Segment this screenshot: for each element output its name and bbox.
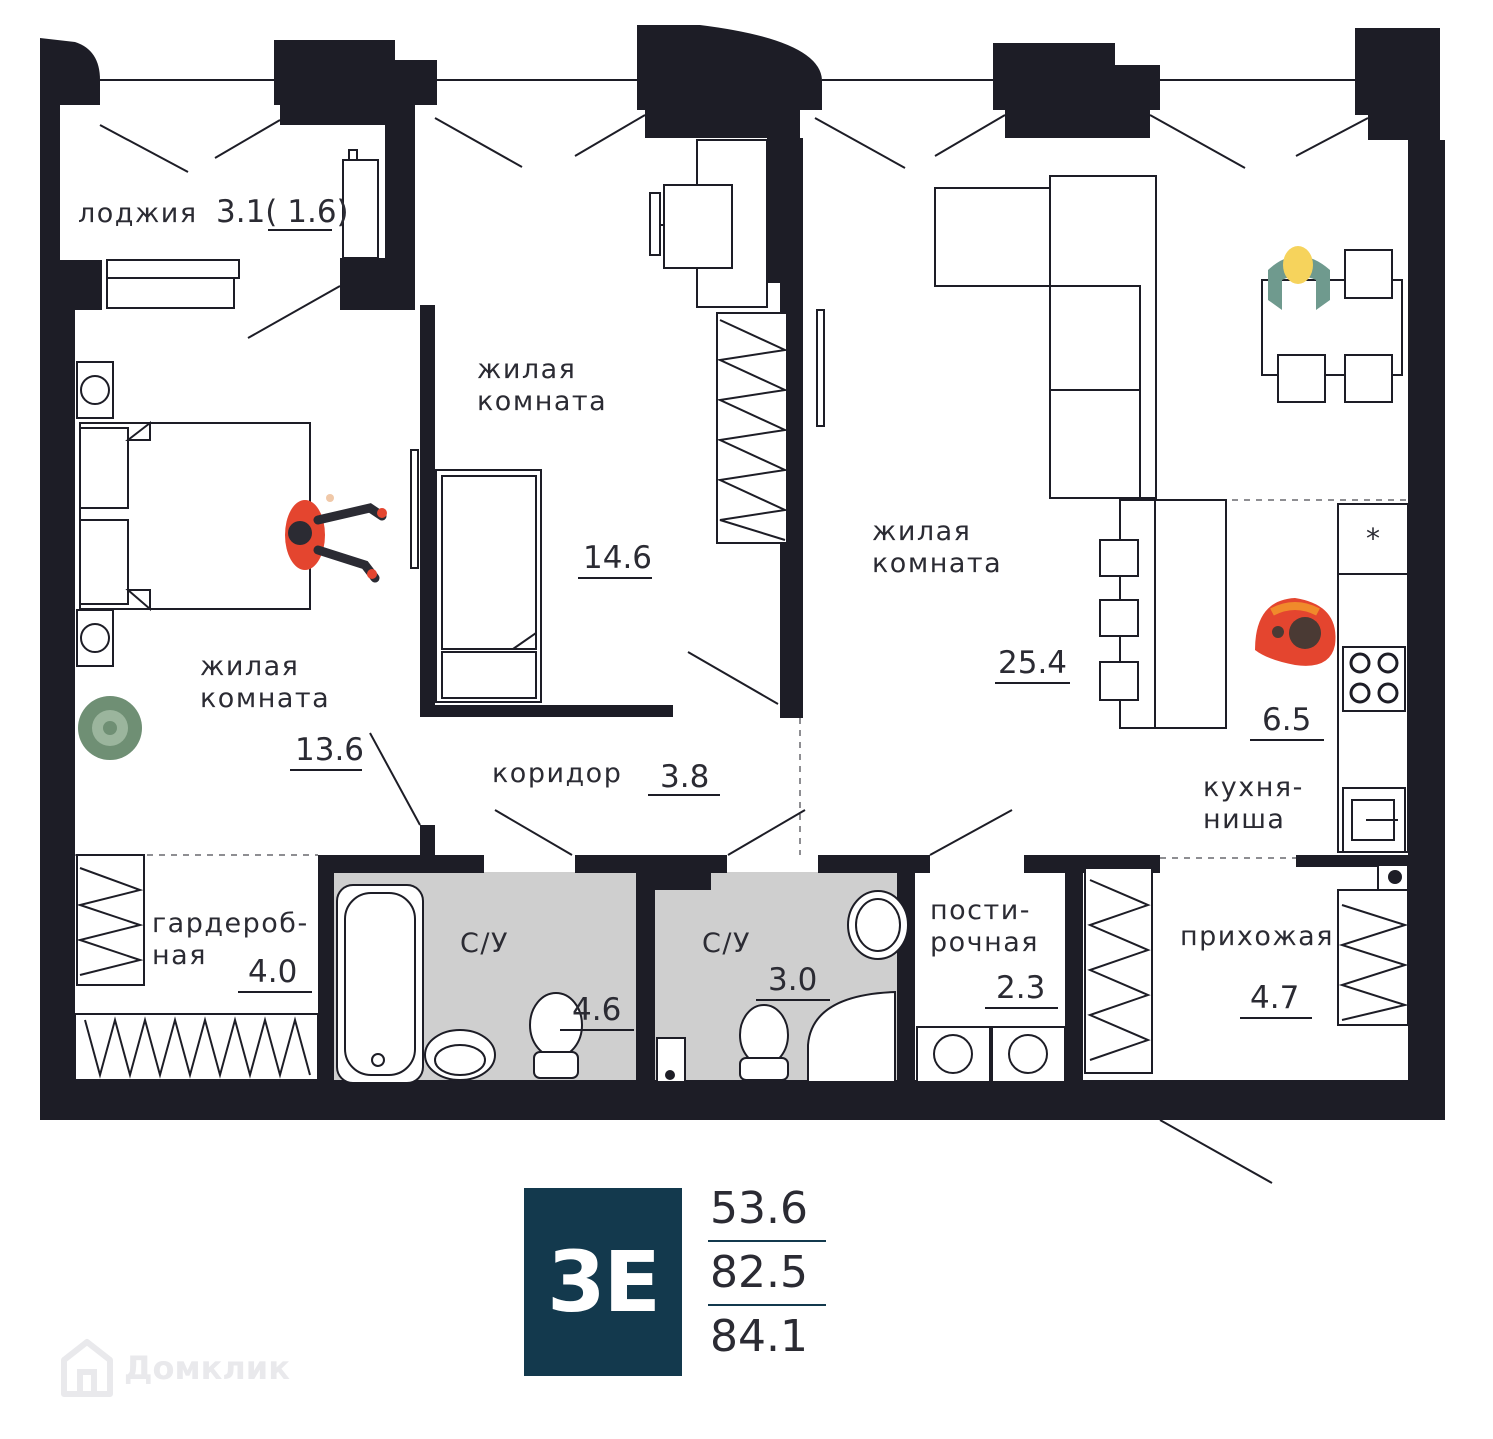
person-lying-icon [285, 494, 387, 583]
door-swings [75, 114, 1408, 1184]
wardrobe-area: 4.0 [248, 954, 297, 990]
bedroom-middle-area: 14.6 [583, 540, 652, 576]
loggia-name: лоджия [78, 198, 198, 229]
bedroom-left-name-2: комната [200, 683, 330, 714]
person-cooking-icon [1255, 598, 1336, 666]
area-with-loggia: 84.1 [710, 1311, 808, 1362]
corridor-area: 3.8 [660, 759, 709, 795]
loggia-area: 3.1( 1.6) [216, 194, 349, 230]
kitchen-area: 6.5 [1262, 702, 1311, 738]
bathroom-1-area: 4.6 [572, 992, 621, 1028]
laundry-name-2: рочная [930, 927, 1039, 958]
walls [40, 25, 1445, 1120]
total-area: 82.5 [708, 1242, 826, 1306]
hallway-racks [1084, 867, 1409, 1074]
bedroom-middle-name-2: комната [477, 386, 607, 417]
laundry-machines [916, 1026, 1066, 1083]
wardrobe-name-2: ная [152, 940, 207, 971]
bedroom-middle-name-1: жилая [477, 354, 576, 385]
bathroom-2-area: 3.0 [768, 962, 817, 998]
dining-set [1261, 249, 1403, 403]
bedroom-left-furniture [76, 361, 419, 667]
stove-mark: * [1366, 522, 1380, 555]
laundry-area: 2.3 [996, 970, 1045, 1006]
bedroom-middle-furniture [435, 139, 789, 703]
bathroom-1-name: С/У [460, 928, 509, 959]
living-room-furniture [816, 175, 1227, 729]
watermark: Домклик [60, 1338, 290, 1398]
living-area-total: 53.6 [708, 1178, 826, 1242]
bedroom-left-area: 13.6 [295, 732, 364, 768]
bathroom-1-fixtures [336, 884, 583, 1084]
kitchen-name-1: кухня- [1203, 772, 1304, 803]
kitchen-units: * [1337, 503, 1409, 891]
bathroom-2-fixtures [656, 890, 909, 1083]
watermark-text: Домклик [124, 1349, 290, 1387]
person-sitting-icon [1268, 246, 1330, 310]
living-room-name-2: комната [872, 548, 1002, 579]
room-labels: лоджия 3.1( 1.6) жилая комната 13.6 жила… [78, 194, 1334, 1031]
hallway-name: прихожая [1180, 921, 1334, 952]
kitchen-name-2: ниша [1203, 804, 1285, 835]
wardrobe-name-1: гардероб- [152, 908, 309, 939]
bathroom-2-name: С/У [702, 928, 751, 959]
apartment-type-badge: 3E [524, 1188, 682, 1376]
bedroom-left-name-1: жилая [200, 651, 299, 682]
corridor-name: коридор [492, 758, 622, 789]
laundry-name-1: пости- [930, 895, 1031, 926]
living-room-area: 25.4 [998, 645, 1067, 681]
house-icon [61, 1339, 113, 1397]
loggia-rack [106, 149, 379, 309]
wardrobe-racks [74, 854, 319, 1081]
plant-icon [78, 696, 142, 760]
living-room-name-1: жилая [872, 516, 971, 547]
hallway-area: 4.7 [1250, 980, 1299, 1016]
area-totals: 53.6 82.5 84.1 [708, 1178, 848, 1368]
